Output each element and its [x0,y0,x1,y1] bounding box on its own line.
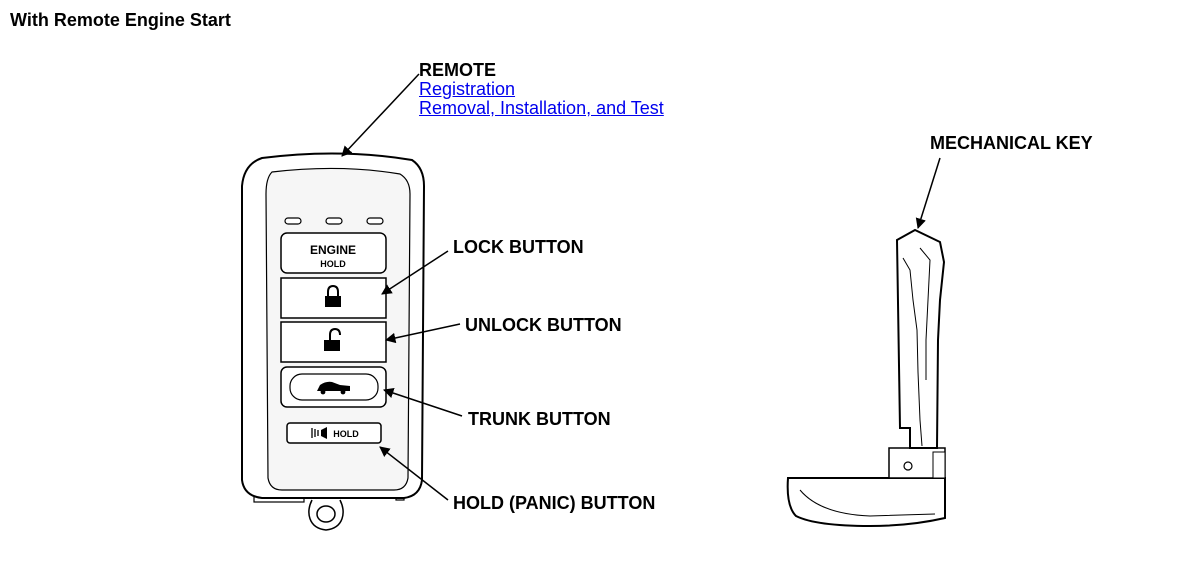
trunk-button[interactable] [280,366,387,408]
remote-leader [341,73,420,157]
hold-panic-button-callout: HOLD (PANIC) BUTTON [453,493,656,513]
remote-label: REMOTE [419,60,497,80]
mechanical-key [786,228,946,528]
mechanical-key-callout: MECHANICAL KEY [930,133,1093,153]
unlock-button-callout: UNLOCK BUTTON [465,315,622,335]
lock-icon [325,284,341,307]
unlock-button[interactable] [280,321,387,363]
engine-hold-label: HOLD [320,259,346,269]
car-trunk-icon [317,381,350,395]
remote-fob: ENGINE HOLD [241,152,426,531]
key-ring-loop [308,499,344,531]
lock-leader [381,250,449,295]
hold-leader [379,446,449,501]
removal-installation-test-link[interactable]: Removal, Installation, and Test [419,98,664,118]
remote-callout: REMOTE Registration Removal, Installatio… [419,61,664,118]
horn-icon [311,427,327,439]
panic-button[interactable]: HOLD [286,422,382,444]
indicator-light [325,217,343,225]
engine-label: ENGINE [310,243,356,257]
indicator-light [366,217,384,225]
indicator-light [284,217,302,225]
trunk-leader [383,388,463,417]
lock-button[interactable] [280,277,387,319]
trunk-button-callout: TRUNK BUTTON [468,409,611,429]
unlock-icon [324,327,341,351]
lock-button-callout: LOCK BUTTON [453,237,584,257]
mechanical-key-leader [915,157,941,230]
engine-start-button[interactable]: ENGINE HOLD [280,232,387,274]
panic-hold-label: HOLD [333,429,359,439]
unlock-leader [384,323,461,344]
registration-link[interactable]: Registration [419,79,516,99]
page-title: With Remote Engine Start [10,10,231,30]
leader-lines [341,73,941,501]
